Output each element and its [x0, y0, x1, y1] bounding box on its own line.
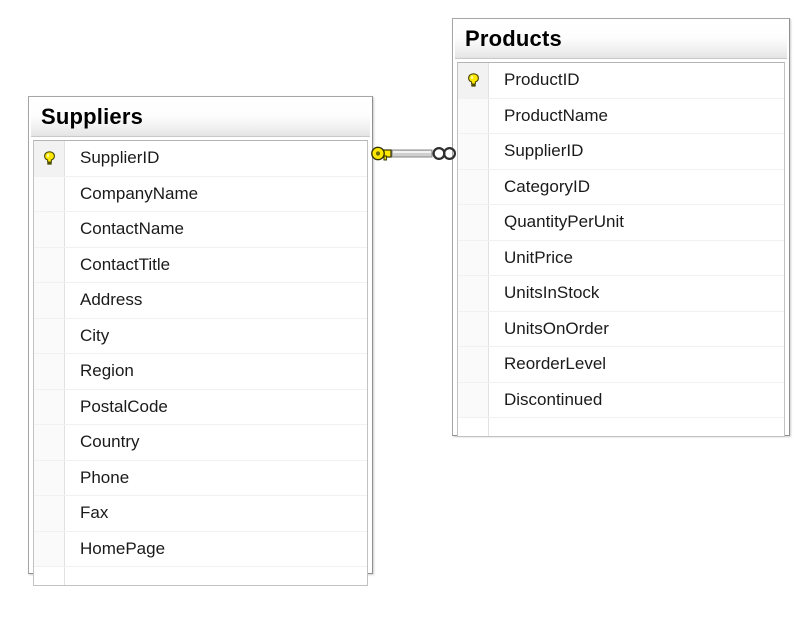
field-name: HomePage — [80, 538, 166, 558]
field-icon-slot — [34, 531, 64, 566]
field-name: ProductName — [504, 105, 608, 125]
field-icon-slot — [458, 311, 488, 346]
field-icon-slot — [34, 176, 64, 211]
field-icon-slot — [458, 205, 488, 240]
field-row[interactable]: HomePage — [34, 531, 367, 567]
primary-key-icon — [34, 141, 64, 176]
field-name: SupplierID — [80, 148, 160, 168]
field-name: PostalCode — [80, 396, 168, 416]
field-row[interactable]: UnitsInStock — [458, 276, 784, 312]
field-icon-slot — [34, 460, 64, 495]
field-icon-slot — [34, 425, 64, 460]
field-icon-slot — [34, 354, 64, 389]
entity-title-products[interactable]: Products — [455, 21, 787, 59]
field-icon-slot — [34, 212, 64, 247]
field-name: Address — [80, 290, 143, 310]
field-row[interactable]: Country — [34, 425, 367, 461]
field-row[interactable]: SupplierID — [458, 134, 784, 170]
field-name: QuantityPerUnit — [504, 212, 624, 232]
field-name: SupplierID — [504, 141, 584, 161]
field-row[interactable]: Fax — [34, 496, 367, 532]
field-list-filler — [458, 418, 784, 436]
field-icon-slot — [458, 240, 488, 275]
field-icon-slot — [458, 98, 488, 133]
entity-title-suppliers[interactable]: Suppliers — [31, 99, 370, 137]
connector-line — [391, 149, 433, 158]
field-name: Fax — [80, 503, 109, 523]
field-name: UnitPrice — [504, 247, 573, 267]
field-icon-slot — [458, 134, 488, 169]
field-row[interactable]: QuantityPerUnit — [458, 205, 784, 241]
primary-key-icon — [458, 63, 488, 98]
field-row[interactable]: UnitPrice — [458, 240, 784, 276]
field-name: Discontinued — [504, 389, 603, 409]
field-icon-slot — [458, 169, 488, 204]
field-row[interactable]: ContactTitle — [34, 247, 367, 283]
field-icon-slot — [458, 276, 488, 311]
field-name: CompanyName — [80, 183, 199, 203]
field-icon-slot — [458, 382, 488, 417]
field-name: CategoryID — [504, 176, 590, 196]
field-name: UnitsOnOrder — [504, 318, 609, 338]
field-row[interactable]: Address — [34, 283, 367, 319]
field-list-filler — [34, 567, 367, 585]
relationship-infinity-icon — [432, 147, 456, 161]
field-row[interactable]: PostalCode — [34, 389, 367, 425]
field-row[interactable]: CategoryID — [458, 169, 784, 205]
field-name: ReorderLevel — [504, 354, 607, 374]
field-row[interactable]: CompanyName — [34, 176, 367, 212]
relationship-key-icon — [371, 146, 392, 161]
field-name: ContactName — [80, 219, 184, 239]
field-icon-slot — [458, 347, 488, 382]
field-name: City — [80, 325, 110, 345]
field-name: ProductID — [504, 70, 580, 90]
field-row[interactable]: Region — [34, 354, 367, 390]
field-name: Region — [80, 361, 134, 381]
field-row[interactable]: Phone — [34, 460, 367, 496]
field-row[interactable]: ProductName — [458, 98, 784, 134]
field-name: Country — [80, 432, 140, 452]
field-name: Phone — [80, 467, 130, 487]
field-name: UnitsInStock — [504, 283, 600, 303]
field-icon-slot — [34, 283, 64, 318]
field-name: ContactTitle — [80, 254, 171, 274]
field-row[interactable]: ContactName — [34, 212, 367, 248]
field-row[interactable]: ProductID — [458, 63, 784, 99]
field-row[interactable]: City — [34, 318, 367, 354]
field-icon-slot — [34, 318, 64, 353]
field-icon-slot — [34, 389, 64, 424]
field-row[interactable]: ReorderLevel — [458, 347, 784, 383]
field-icon-slot — [34, 247, 64, 282]
field-row[interactable]: UnitsOnOrder — [458, 311, 784, 347]
field-row[interactable]: Discontinued — [458, 382, 784, 418]
field-row[interactable]: SupplierID — [34, 141, 367, 177]
field-icon-slot — [34, 496, 64, 531]
relationship-suppliers-products[interactable] — [370, 140, 462, 168]
